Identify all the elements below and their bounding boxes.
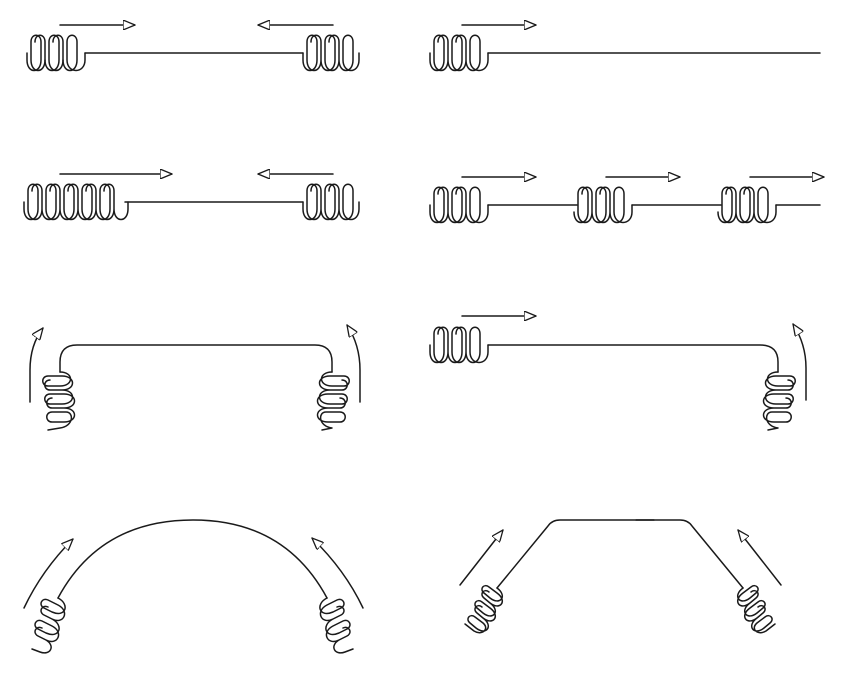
panel-straight-coil-left-end [429,25,821,72]
coil-4a [429,186,489,224]
panel-trapezoid-coils-both-ends [459,519,782,634]
coil-left-1b [44,34,64,72]
chain-arch-7 [57,519,328,599]
coil-right-6 [762,371,796,431]
arrow-up-right-6 [793,324,807,401]
coil-left-1 [26,34,46,72]
coil-left-7 [31,597,66,654]
arrow-up-right-8 [738,530,782,586]
panel-arched-coils-both-ends [23,519,364,654]
coil-4c [717,186,777,224]
arrow-up-right-5 [347,325,361,403]
coil-left-6 [429,326,489,364]
chain-line-6 [487,344,779,373]
panel-straight-long-coil-left [23,174,360,221]
panel-bent-coils-both-ends [29,325,361,431]
coil-left-8 [464,584,504,634]
panel-straight-repeated-coils [429,177,825,224]
chain-trapezoid-8 [496,519,744,589]
arrow-up-left-5 [29,328,43,403]
arrow-up-right-7 [312,538,364,609]
coil-left-3 [23,183,129,221]
coil-4b [573,186,633,224]
coil-right-5 [316,371,350,431]
coil-left-5 [42,371,76,431]
panel-straight-coils-both-ends [26,25,360,72]
panel-bent-coil-right-end [429,316,807,431]
chain-line-5 [59,344,333,373]
coil-right-7 [319,597,354,654]
coil-right-8 [736,584,776,634]
coil-right-3 [302,183,360,221]
coil-left-1c [62,34,86,72]
arrow-up-left-8 [459,530,503,586]
arrow-up-left-7 [23,539,73,609]
coil-left-2 [429,34,489,72]
coil-right-1 [302,34,360,72]
